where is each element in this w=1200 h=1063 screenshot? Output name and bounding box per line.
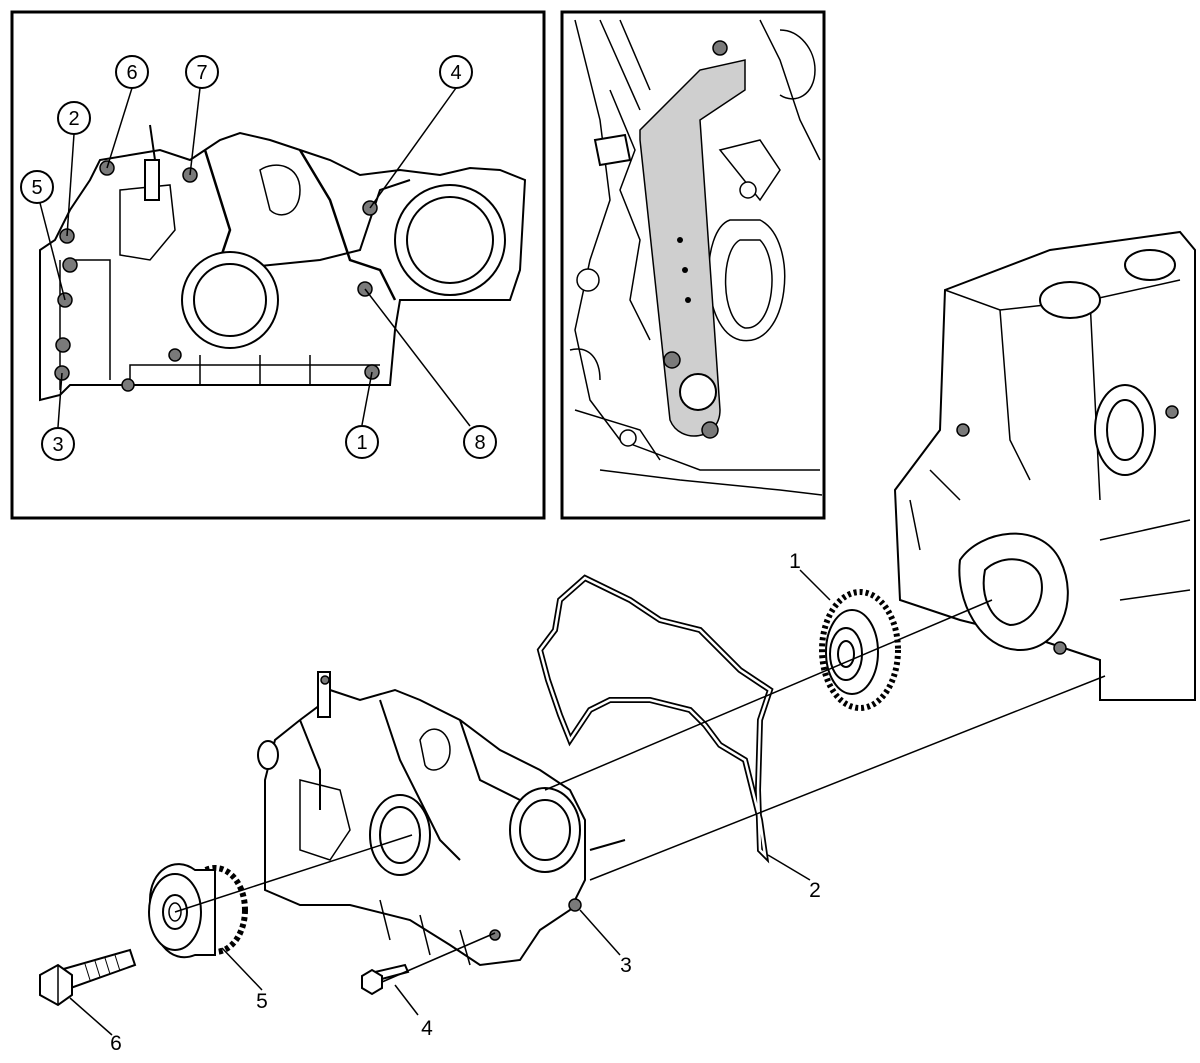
projection-lines [174, 599, 1106, 983]
front-cover-drawing [39, 124, 527, 402]
crankshaft-sprocket [819, 589, 901, 711]
inset-callout-3: 3 [41, 427, 75, 461]
inset-callout-8: 8 [463, 425, 497, 459]
exploded-callout-2: 2 [809, 879, 821, 902]
svg-text:5: 5 [31, 177, 42, 199]
engine-block [893, 230, 1196, 701]
svg-text:6: 6 [126, 62, 137, 84]
front-cover-assembly [257, 671, 626, 967]
inset-holding-tool [560, 10, 826, 520]
exploded-callout-1: 1 [789, 550, 801, 573]
svg-text:2: 2 [68, 108, 79, 130]
crankshaft-pulley [148, 863, 248, 958]
svg-text:7: 7 [196, 62, 207, 84]
exploded-callout-5: 5 [256, 990, 268, 1013]
crankshaft-bolt [39, 948, 137, 1007]
inset-leaders [39, 87, 471, 428]
svg-text:1: 1 [356, 432, 367, 454]
exploded-callout-4: 4 [421, 1017, 433, 1040]
inset-callout-4: 4 [439, 55, 473, 89]
exploded-view: 1 2 3 4 5 6 [39, 230, 1196, 1055]
inset-callout-6: 6 [115, 55, 149, 89]
inset-bolt-sequence: 1 2 3 4 5 6 7 8 [10, 10, 546, 520]
cover-bolt [361, 963, 410, 996]
inset-callout-7: 7 [185, 55, 219, 89]
inset-callout-1: 1 [345, 425, 379, 459]
inset-callout-2: 2 [57, 101, 91, 135]
exploded-leaders [69, 569, 831, 1036]
exploded-callout-6: 6 [110, 1032, 122, 1055]
svg-text:3: 3 [52, 434, 63, 456]
exploded-callout-3: 3 [620, 954, 632, 977]
svg-text:8: 8 [474, 432, 485, 454]
svg-text:4: 4 [450, 62, 461, 84]
inset-callout-5: 5 [20, 170, 54, 204]
